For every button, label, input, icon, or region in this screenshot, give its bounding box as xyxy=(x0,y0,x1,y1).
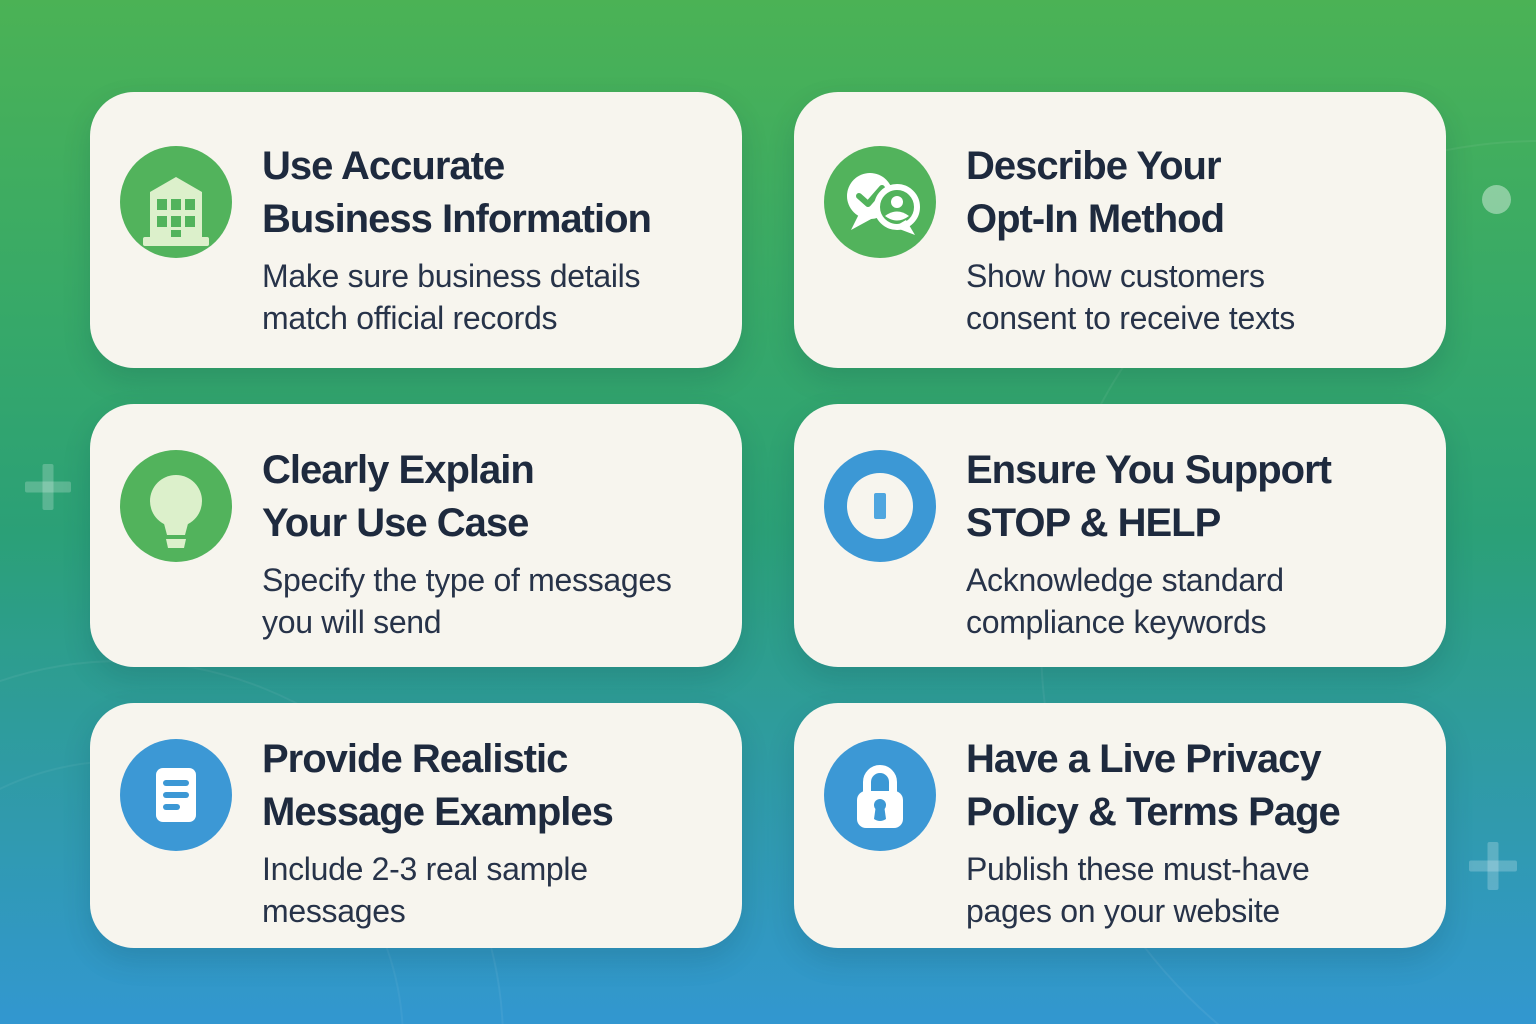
card-description: Acknowledge standard compliance keywords xyxy=(966,562,1284,640)
card-description: Specify the type of messages you will se… xyxy=(262,562,672,640)
card-title: Have a Live Privacy Policy & Terms Page xyxy=(966,737,1341,834)
lightbulb-icon xyxy=(120,450,232,562)
dot-icon xyxy=(1482,185,1511,214)
padlock-icon xyxy=(824,739,936,851)
card-title: Clearly Explain Your Use Case xyxy=(262,448,535,545)
card-title: Provide Realistic Message Examples xyxy=(262,737,614,834)
card-title: Use Accurate Business Information xyxy=(262,144,652,241)
card-description: Show how customers consent to receive te… xyxy=(966,258,1295,336)
chat-bubbles-icon xyxy=(824,146,936,258)
tip-card-use-case: Clearly Explain Your Use Case Specify th… xyxy=(90,404,742,667)
plus-icon xyxy=(25,464,71,510)
tip-card-message-examples: Provide Realistic Message Examples Inclu… xyxy=(90,703,742,948)
card-title: Ensure You Support STOP & HELP xyxy=(966,448,1332,545)
tip-card-opt-in: Describe Your Opt-In Method Show how cus… xyxy=(794,92,1446,368)
card-description: Make sure business details match officia… xyxy=(262,258,641,336)
tip-card-business-info: Use Accurate Business Information Make s… xyxy=(90,92,742,368)
plus-icon xyxy=(1469,842,1517,890)
card-description: Include 2-3 real sample messages xyxy=(262,851,588,929)
tip-card-stop-help: Ensure You Support STOP & HELP Acknowled… xyxy=(794,404,1446,667)
tip-card-privacy-terms: Have a Live Privacy Policy & Terms Page … xyxy=(794,703,1446,948)
stop-circle-icon xyxy=(824,450,936,562)
building-icon xyxy=(120,146,232,258)
document-icon xyxy=(120,739,232,851)
card-title: Describe Your Opt-In Method xyxy=(966,144,1225,241)
card-description: Publish these must-have pages on your we… xyxy=(966,851,1310,929)
